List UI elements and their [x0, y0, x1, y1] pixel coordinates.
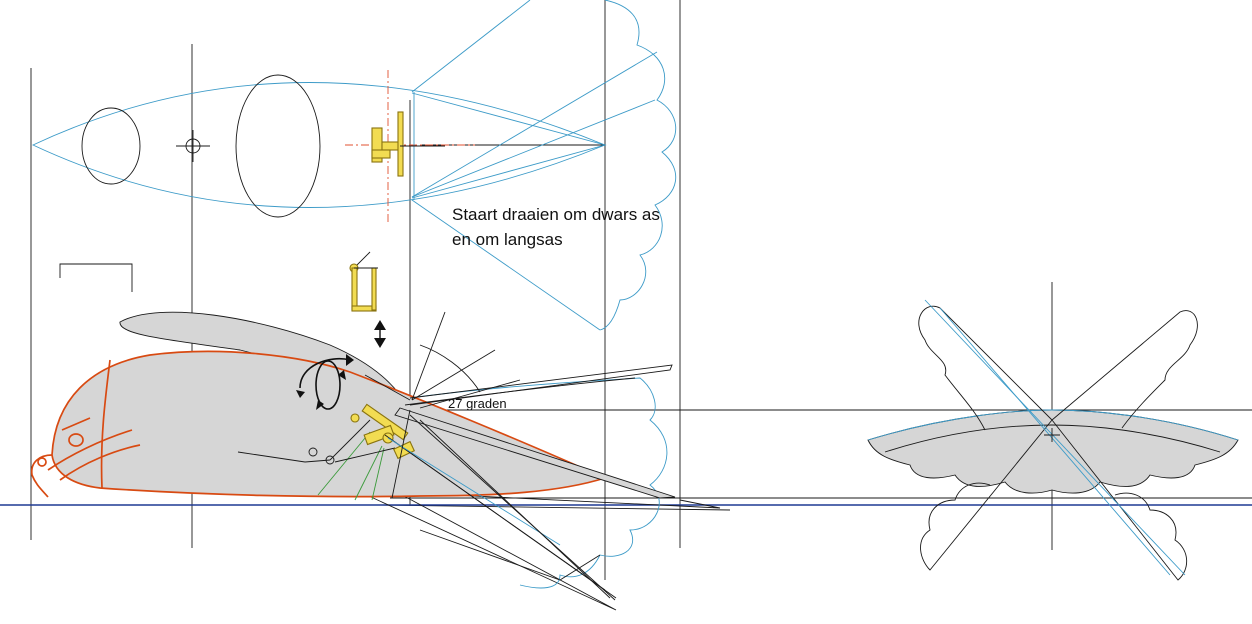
hinge-linkage	[237, 431, 396, 501]
angle-label: 27 graden	[448, 396, 507, 411]
pitch-linkage	[349, 251, 378, 312]
tail-rotation-note: Staart draaien om dwars as en om langsas	[452, 205, 665, 249]
top-view-tail	[411, 0, 677, 331]
vertical-arrow-icon	[374, 320, 386, 348]
lower-wing-outline	[344, 484, 617, 611]
bracket-mark	[59, 263, 133, 292]
rotation-arrows-icon	[296, 354, 354, 410]
center-lines	[345, 70, 475, 225]
wing-spars	[384, 409, 617, 601]
front-view	[867, 299, 1239, 581]
top-view-mechanism	[371, 111, 445, 177]
angle-construction	[364, 311, 521, 409]
crosshair-icon	[176, 130, 210, 162]
top-view-body	[31, 74, 607, 218]
side-view-body	[30, 350, 608, 498]
side-wing-spar	[394, 407, 676, 499]
side-mechanism	[329, 403, 416, 461]
